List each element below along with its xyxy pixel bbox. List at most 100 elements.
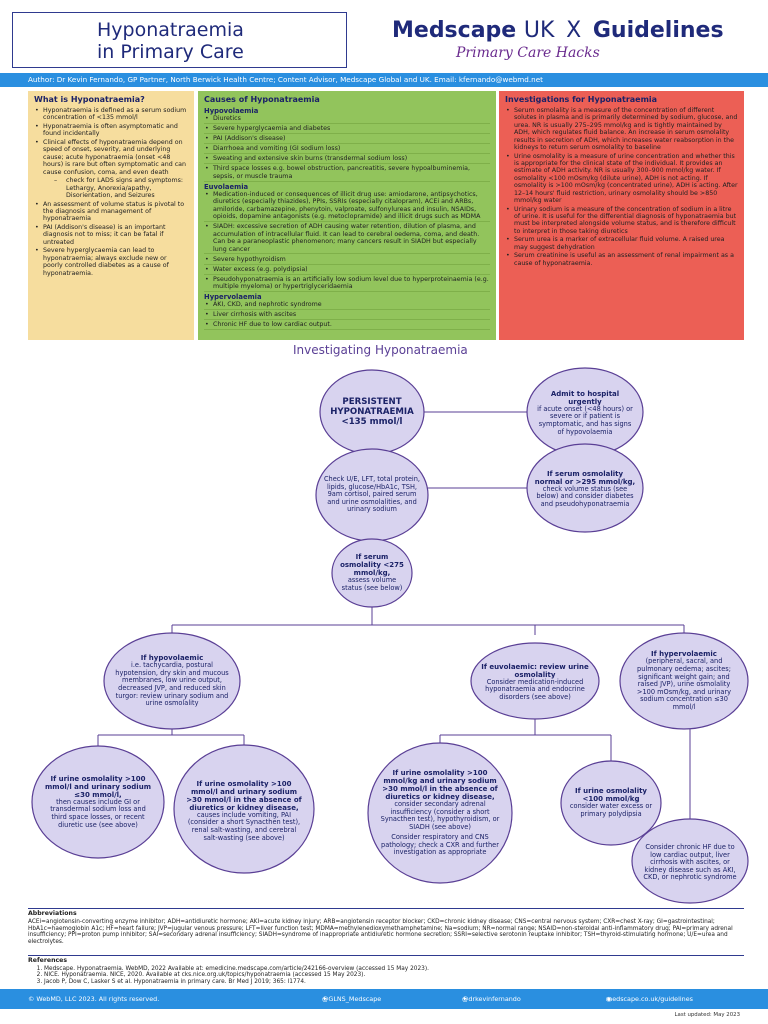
brand-x: X xyxy=(566,18,582,43)
flowchart-diagram xyxy=(31,367,749,904)
node-eulow-head: If urine osmolality <100 mmol/kg xyxy=(575,787,647,804)
brand-logo: Medscape UK X Guidelines xyxy=(392,18,724,43)
globe-icon: ◉ xyxy=(606,995,612,1003)
node-persistent-head: PERSISTENT HYPONATRAEMIA <135 mmol/l xyxy=(330,397,414,427)
node-eu100-body: consider secondary adrenal insufficiency… xyxy=(380,799,500,831)
node-low: If serum osmolality <275 mmol/kg, assess… xyxy=(337,548,407,598)
node-u30: If urine osmolality >100 mmol/l and urin… xyxy=(42,760,154,844)
cause-item: Severe hypothyroidism xyxy=(204,256,490,265)
node-hypovolaemic: If hypovolaemic i.e. tachycardia, postur… xyxy=(112,645,232,717)
node-low-body: assess volume status (see below) xyxy=(341,576,403,592)
node-hypervolaemic-shape xyxy=(619,632,749,730)
node-admit-head: Admit to hospital urgently xyxy=(550,389,620,406)
website-text: medscape.co.uk/guidelines xyxy=(606,995,693,1003)
what-sub-item: check for LADS signs and symptoms: Letha… xyxy=(34,177,188,199)
copyright-text: © WebMD, LLC 2023. All rights reserved. xyxy=(28,995,160,1003)
what-title: What is Hyponatraemia? xyxy=(34,95,145,104)
twitter-icon: ✦ xyxy=(322,995,328,1003)
flowchart-title: Investigating Hyponatraemia xyxy=(293,343,468,357)
brand-guidelines: Guidelines xyxy=(592,18,724,43)
node-u30-head: If urine osmolality >100 mmol/l and urin… xyxy=(44,774,151,799)
node-admit-body: if acute onset (<48 hours) or severe or … xyxy=(537,404,633,436)
node-admit: Admit to hospital urgently if acute onse… xyxy=(535,378,635,448)
author-band: Author: Dr Kevin Fernando, GP Partner, N… xyxy=(0,73,768,87)
investigation-item: Serum osmolality is a measure of the con… xyxy=(505,107,738,151)
reference-item: Jacob P, Dow C, Lasker S et al. Hyponatr… xyxy=(44,979,744,986)
node-euvolaemic: If euvolaemic: review urine osmolality C… xyxy=(478,654,592,710)
investigation-item: Serum urea is a marker of extracellular … xyxy=(505,236,738,251)
hypovolaemia-heading: Hypovolaemia xyxy=(204,107,259,115)
what-is-panel: What is Hyponatraemia? Hyponatraemia is … xyxy=(28,91,194,340)
references-title: References xyxy=(28,957,68,964)
node-u30b-shape xyxy=(173,744,315,874)
last-updated: Last updated: May 2023 xyxy=(674,1012,740,1018)
node-eu100-body-2: Consider respiratory and CNS pathology; … xyxy=(381,833,499,857)
node-euvolaemic-body: Consider medication-induced hyponatraemi… xyxy=(485,677,585,701)
brand-medscape: Medscape xyxy=(392,18,517,43)
what-item: Severe hyperglycaemia can lead to hypona… xyxy=(34,247,188,277)
what-item: PAI (Addison's disease) is an important … xyxy=(34,224,188,246)
node-eu100: If urine osmolality >100 mmol/kg and uri… xyxy=(378,755,502,871)
footer-band: © WebMD, LLC 2023. All rights reserved. … xyxy=(0,989,768,1009)
reference-item: Medscape. Hyponatraemia. WebMD, 2022 Ava… xyxy=(44,966,744,973)
references-section: References Medscape. Hyponatraemia. WebM… xyxy=(28,955,744,985)
cause-item: Sweating and extensive skin burns (trans… xyxy=(204,155,490,165)
node-persistent: PERSISTENT HYPONATRAEMIA <135 mmol/l xyxy=(330,380,414,444)
node-chronic-shape xyxy=(631,818,749,904)
twitter-handle-2: @drkevinfernando xyxy=(462,995,521,1003)
investigation-item: Serum creatinine is useful as an assessm… xyxy=(505,252,738,267)
twitter-handle-1: @GLNS_Medscape xyxy=(322,995,382,1003)
node-low-head: If serum osmolality <275 mmol/kg, xyxy=(340,553,404,578)
brand-uk: UK xyxy=(523,18,555,43)
what-item: An assessment of volume status is pivota… xyxy=(34,201,188,223)
abbreviations-section: Abbreviations ACEi=angiotensin-convertin… xyxy=(28,908,744,946)
investigations-title: Investigations for Hyponatraemia xyxy=(505,95,658,104)
cause-item: AKI, CKD, and nephrotic syndrome xyxy=(204,301,490,311)
node-hypovolaemic-head: If hypovolaemic xyxy=(140,654,204,663)
node-chronic: Consider chronic HF due to low cardiac o… xyxy=(642,832,738,894)
node-euvolaemic-head: If euvolaemic: review urine osmolality xyxy=(481,662,589,679)
causes-panel: Causes of Hyponatraemia Hypovolaemia Diu… xyxy=(198,91,496,340)
node-eu100-head: If urine osmolality >100 mmol/kg and uri… xyxy=(382,768,498,801)
cause-item: Water excess (e.g. polydipsia) xyxy=(204,266,490,275)
cause-item: Chronic HF due to low cardiac output. xyxy=(204,321,490,331)
node-normal-body: check volume status (see below) and cons… xyxy=(536,484,634,508)
cause-item: Third space losses e.g. bowel obstructio… xyxy=(204,165,490,182)
header: Hyponatraemia in Primary Care Medscape U… xyxy=(0,0,768,72)
node-u30b: If urine osmolality >100 mmol/l and urin… xyxy=(184,763,304,859)
cause-item: Severe hyperglycaemia and diabetes xyxy=(204,125,490,134)
node-eulow-shape xyxy=(560,760,662,846)
node-hypervolaemic-head: If hypervolaemic xyxy=(651,650,717,659)
flowchart-shapes xyxy=(31,367,749,904)
node-check: Check U/E, LFT, total protein, lipids, g… xyxy=(322,460,422,530)
what-item: Hyponatraemia is defined as a serum sodi… xyxy=(34,107,188,122)
investigation-item: Urinary sodium is a measure of the conce… xyxy=(505,206,738,236)
cause-item: Diarrhoea and vomiting (GI sodium loss) xyxy=(204,145,490,155)
node-u30b-body: causes include vomiting, PAI (consider a… xyxy=(187,810,301,842)
twitter-icon: ✦ xyxy=(462,995,468,1003)
node-u30b-head: If urine osmolality >100 mmol/l and urin… xyxy=(186,779,302,812)
node-hypovolaemic-body: i.e. tachycardia, postural hypotension, … xyxy=(115,661,229,708)
hypervolaemia-heading: Hypervolaemia xyxy=(204,293,262,302)
investigations-panel: Investigations for Hyponatraemia Serum o… xyxy=(499,91,744,340)
cause-item: Pseudohyponatraemia is an artificially l… xyxy=(204,276,490,293)
node-hypovolaemic-shape xyxy=(103,632,241,730)
what-item: Clinical effects of hyponatraemia depend… xyxy=(34,139,188,176)
investigation-item: Urine osmolality is a measure of urine c… xyxy=(505,153,738,205)
cause-item: Medication-induced or consequences of il… xyxy=(204,191,490,223)
euvolaemia-heading: Euvolaemia xyxy=(204,182,249,191)
node-normal: If serum osmolality normal or >295 mmol/… xyxy=(532,455,638,523)
cause-item: SIADH: excessive secretion of ADH causin… xyxy=(204,223,490,255)
node-eulow: If urine osmolality <100 mmol/kg conside… xyxy=(568,780,654,826)
node-hypervolaemic-body: (peripheral, sacral, and pulmonary oedem… xyxy=(636,657,732,711)
node-u30-shape xyxy=(31,745,165,859)
node-euvolaemic-shape xyxy=(470,642,600,720)
abbreviations-text: ACEi=angiotensin-converting enzyme inhib… xyxy=(28,918,733,946)
title-box: Hyponatraemia in Primary Care xyxy=(12,12,347,68)
title-line-2: in Primary Care xyxy=(97,41,244,63)
node-chronic-body: Consider chronic HF due to low cardiac o… xyxy=(643,843,737,882)
cause-item: Diuretics xyxy=(204,115,490,124)
node-hypervolaemic: If hypervolaemic (peripheral, sacral, an… xyxy=(628,645,740,717)
tagline: Primary Care Hacks xyxy=(456,45,600,61)
node-u30-body: then causes include GI or transdermal so… xyxy=(50,797,146,829)
